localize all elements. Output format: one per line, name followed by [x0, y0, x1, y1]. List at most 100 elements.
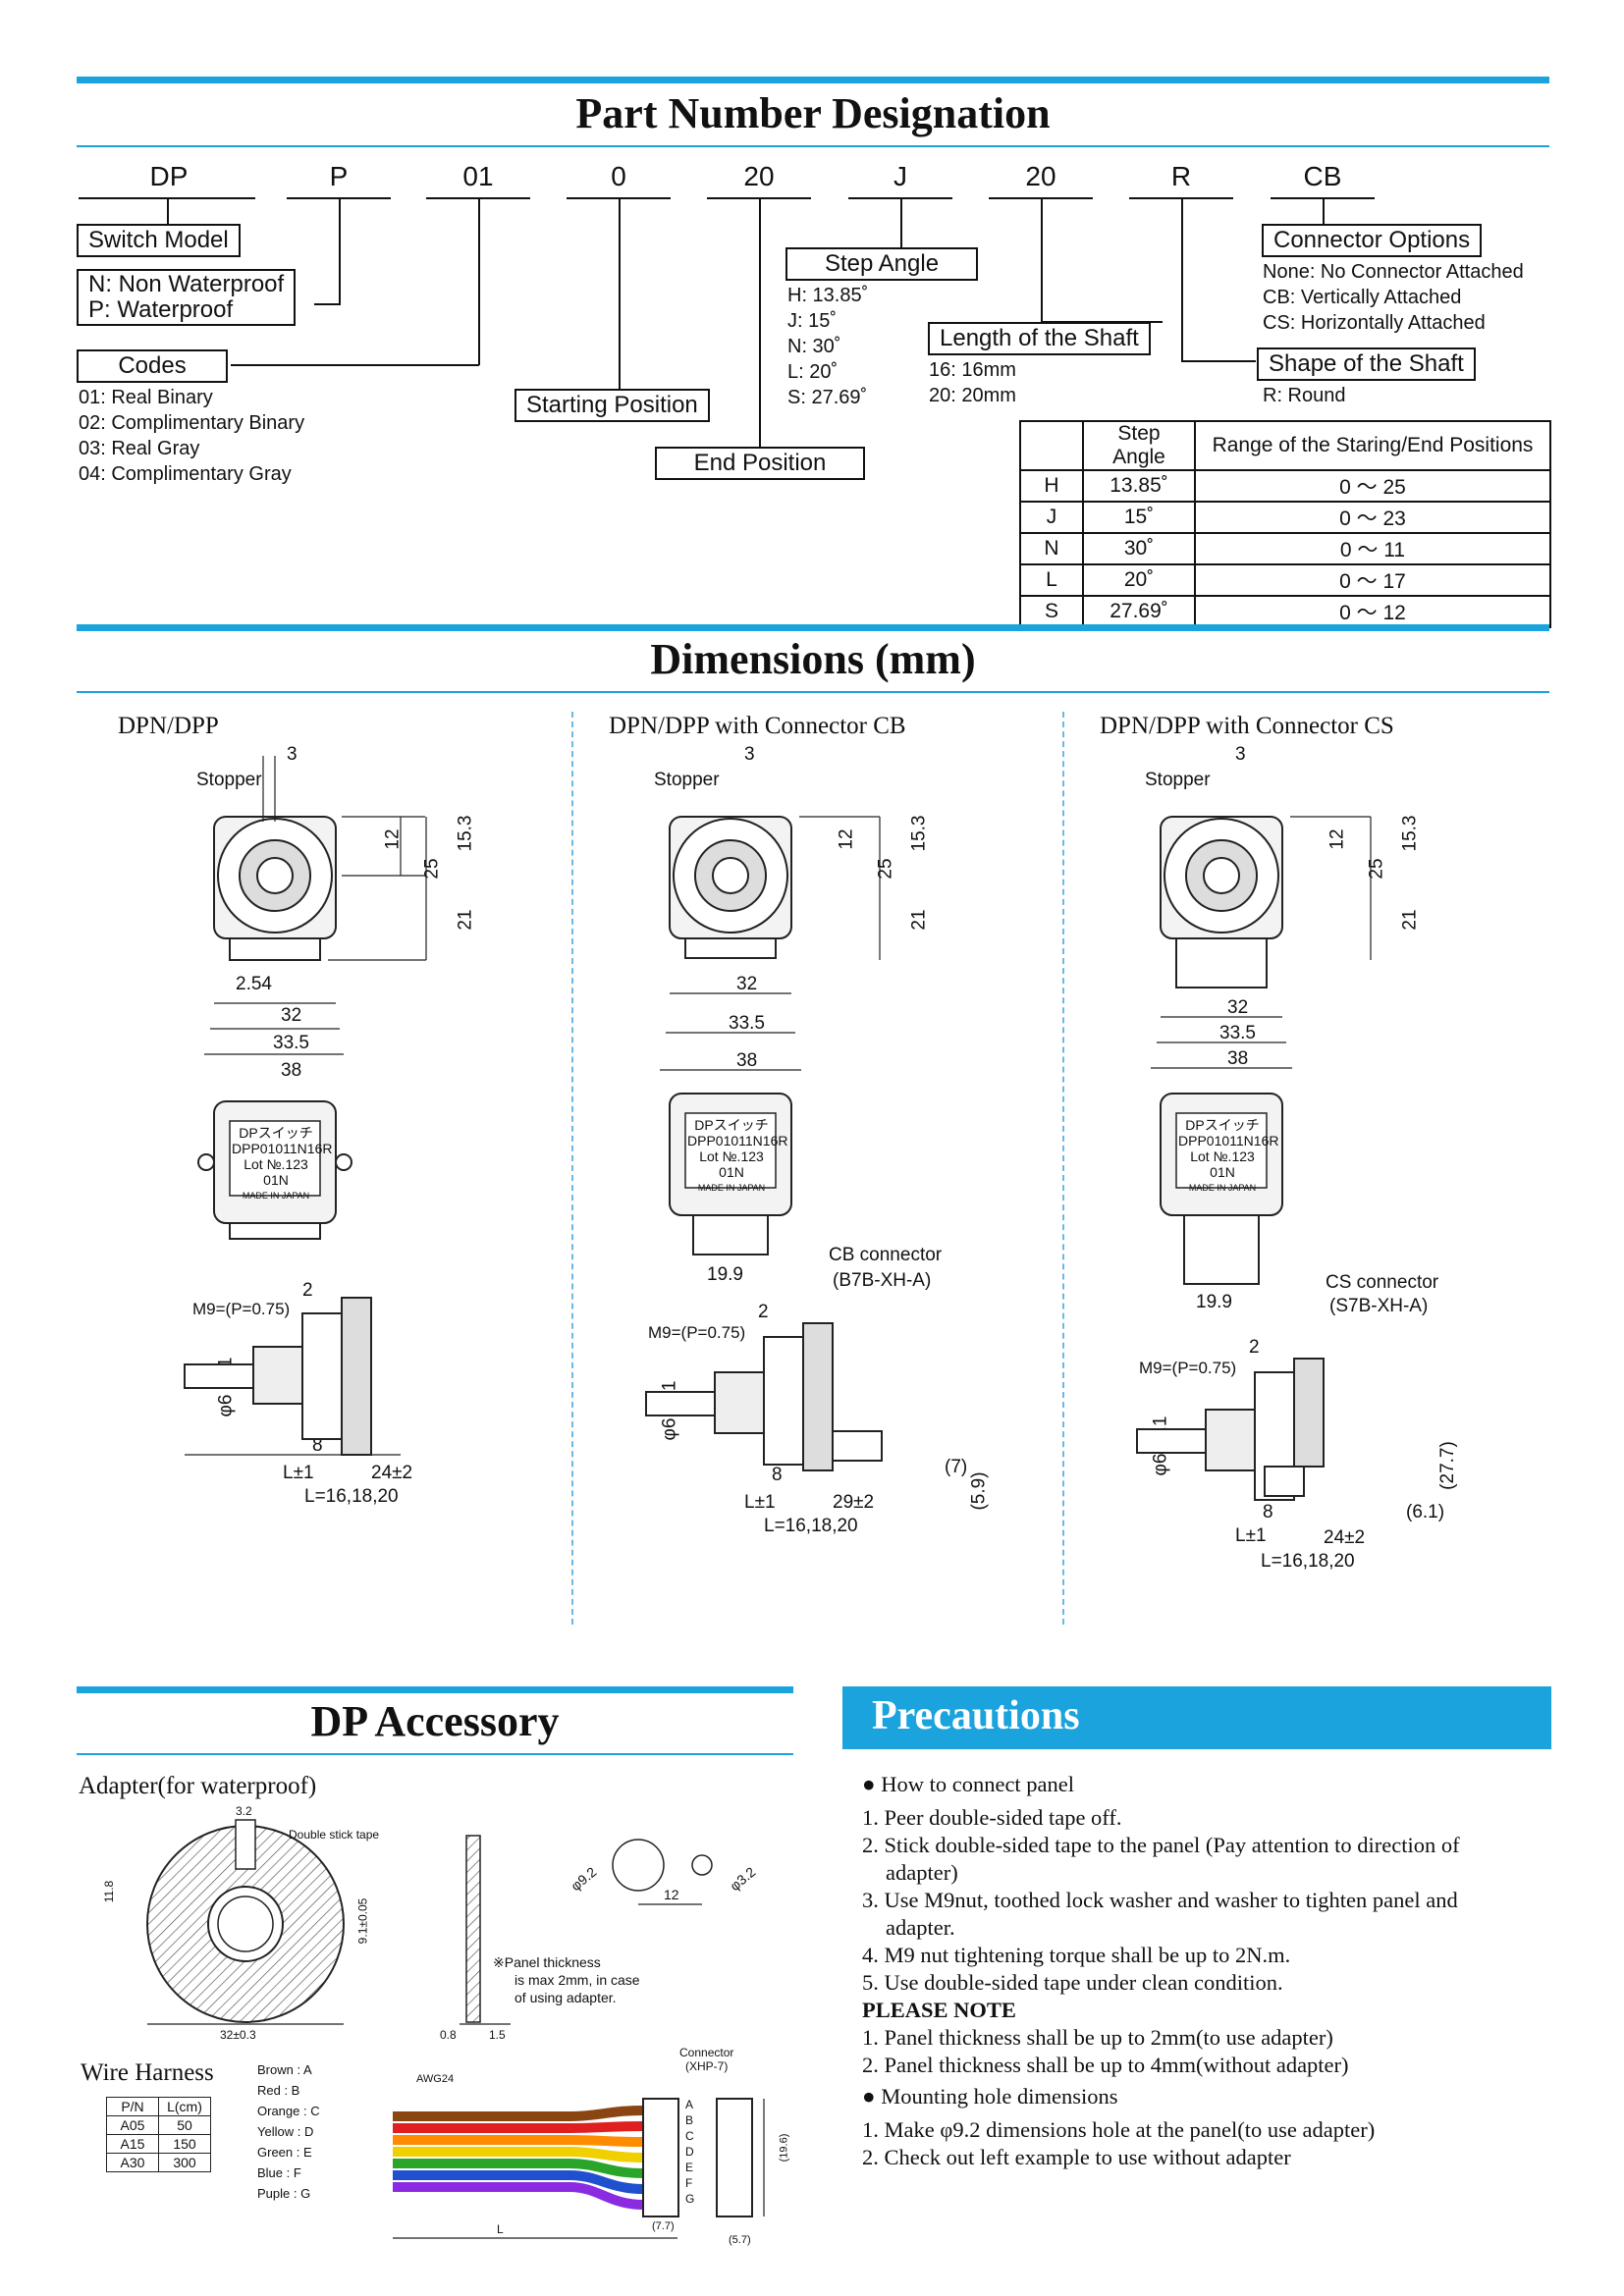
table-header: Step Angle	[1082, 420, 1196, 471]
connector-item: None: No Connector Attached	[1263, 261, 1524, 283]
seg-start: 0	[611, 161, 626, 191]
heading-text: How to connect panel	[881, 1772, 1075, 1796]
seg-step: J	[893, 161, 907, 191]
wire-harness-drawing	[393, 2098, 765, 2239]
table-header: P/N	[106, 2097, 159, 2116]
side-view	[184, 1297, 401, 1456]
table-cell: 30˚	[1082, 532, 1196, 565]
note-line: 1. Panel thickness shall be up to 2mm(to…	[862, 2025, 1333, 2050]
dim-value: L=16,18,20	[764, 1516, 858, 1536]
wire	[393, 2159, 644, 2178]
seg-end: 20	[743, 161, 775, 191]
panel-note: ※Panel thickness is max 2mm, in case of …	[493, 1953, 640, 2006]
dim-value: L=16,18,20	[1261, 1551, 1355, 1572]
table-cell: 0 ～ 23	[1194, 501, 1551, 534]
switch-drawing	[184, 756, 427, 1456]
acc-rule	[77, 1686, 793, 1693]
dim-value: 11.8	[102, 1880, 117, 1903]
seg-code: 01	[462, 161, 494, 191]
connector-part: (XHP-7)	[685, 2059, 729, 2073]
connector-options-box: Connector Options	[1262, 224, 1483, 257]
connector-part: (B7B-XH-A)	[833, 1270, 932, 1291]
wire	[393, 2135, 644, 2147]
dim-value: 38	[736, 1050, 758, 1071]
dim-value: 2.54	[236, 974, 272, 994]
dim-value: 8	[1263, 1502, 1273, 1522]
tape-label: Double stick tape	[289, 1828, 380, 1842]
table-cell: N	[1019, 532, 1084, 565]
acc-title-rule	[77, 1753, 793, 1755]
table-cell: H	[1019, 469, 1084, 503]
waterproof-n: N: Non Waterproof	[88, 271, 285, 297]
pin-letter: B	[685, 2113, 694, 2127]
dim-value: 2	[758, 1302, 769, 1322]
dim-col-cs: DPN/DPP with Connector CS Stopper 3 12 2…	[1068, 709, 1549, 1631]
shaft-shape-list: R: Round	[1263, 383, 1346, 408]
wire	[393, 2147, 644, 2163]
wire-bundle	[393, 2106, 644, 2210]
pin-letters: A B C D E F G	[685, 2097, 694, 2207]
waterproof-p: P: Waterproof	[88, 296, 234, 323]
dim-value: 9.1±0.05	[355, 1897, 370, 1945]
note-line: ※Panel thickness	[493, 1954, 601, 1970]
dims-rule	[77, 624, 1549, 631]
label-plate: DPスイッチ DPP01011N16R Lot №.123 01N MADE I…	[687, 1117, 788, 1196]
label-brand: DPスイッチ	[239, 1125, 313, 1141]
label-made: MADE IN JAPAN	[1188, 1183, 1257, 1193]
pn-title: Part Number Designation	[575, 89, 1051, 137]
step-item: N: 30˚	[787, 336, 841, 357]
wire-color-label: Green : E	[257, 2145, 312, 2160]
label-code: 01N	[263, 1172, 289, 1188]
table-cell: A15	[106, 2134, 159, 2154]
caption: DPN/DPP with Connector CB	[609, 713, 906, 739]
connector-options-list: None: No Connector Attached CB: Vertical…	[1263, 259, 1524, 336]
table-cell: 0 ～ 11	[1194, 532, 1551, 565]
table-cell: 0 ～ 12	[1194, 595, 1551, 628]
code-item: 03: Real Gray	[79, 438, 200, 459]
table-cell: 0 ～ 17	[1194, 563, 1551, 597]
awg-label: AWG24	[416, 2073, 455, 2085]
dim-value: 24±2	[371, 1463, 413, 1483]
label-made: MADE IN JAPAN	[697, 1183, 766, 1193]
dim-value: 3	[287, 744, 298, 765]
step-line: 3. Use M9nut, toothed lock washer and wa…	[862, 1888, 1458, 1912]
seg-connector: CB	[1303, 161, 1342, 191]
dim-value: (5.7)	[729, 2234, 751, 2246]
table-header: Range of the Staring/End Positions	[1194, 420, 1551, 471]
wire-color-label: Yellow : D	[257, 2124, 314, 2139]
wire-color-label: Red : B	[257, 2083, 300, 2098]
dim-value: 29±2	[833, 1492, 875, 1513]
seg-length: 20	[1025, 161, 1056, 191]
table-cell: 20˚	[1082, 563, 1196, 597]
dim-value: L	[497, 2222, 504, 2236]
connector-item: CS: Horizontally Attached	[1263, 312, 1486, 334]
table-header	[1019, 420, 1084, 471]
table-cell: A05	[106, 2115, 159, 2135]
label-lot: Lot №.123	[1190, 1148, 1255, 1164]
step-angle-table: Step Angle Range of the Staring/End Posi…	[1019, 420, 1551, 628]
dim-value: 2	[302, 1280, 313, 1301]
dim-value: 19.9	[707, 1264, 743, 1285]
mount-line: 2. Check out left example to use without…	[862, 2145, 1291, 2169]
waterproof-box: N: Non Waterproof P: Waterproof	[77, 269, 297, 326]
column-divider	[1062, 712, 1064, 1625]
length-item: 20: 20mm	[929, 385, 1016, 406]
please-note: PLEASE NOTE	[862, 1998, 1016, 2022]
stopper-label: Stopper	[654, 770, 720, 790]
step-line: adapter)	[886, 1860, 958, 1885]
bullet-heading: ● How to connect panel	[862, 1772, 1075, 1796]
label-code: 01N	[719, 1164, 744, 1180]
table-cell: L	[1019, 563, 1084, 597]
label-model: DPP01011N16R	[687, 1133, 788, 1148]
top-rule	[77, 77, 1549, 83]
table-cell: A30	[106, 2153, 159, 2172]
starting-position-box: Starting Position	[514, 389, 710, 422]
switch-cs-drawing	[1136, 816, 1372, 1501]
dim-value: (6.1)	[1406, 1502, 1445, 1522]
mount-line: 1. Make φ9.2 dimensions hole at the pane…	[862, 2117, 1376, 2142]
